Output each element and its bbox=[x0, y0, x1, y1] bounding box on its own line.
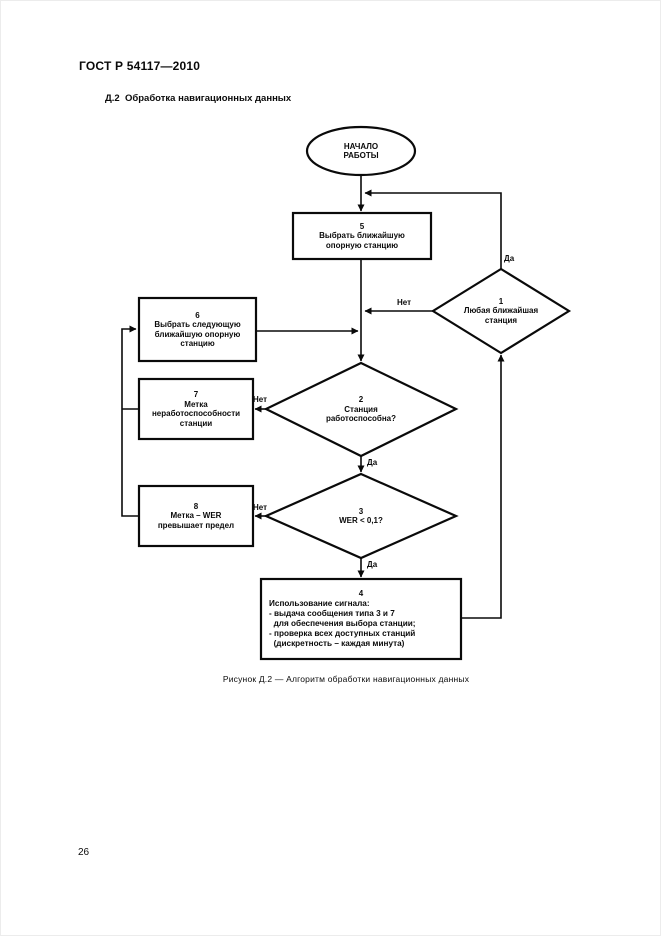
process-box-4 bbox=[259, 577, 463, 661]
process-box-7 bbox=[137, 377, 255, 441]
decision-diamond-2 bbox=[263, 361, 459, 458]
process-box-6 bbox=[137, 296, 258, 363]
page-number: 26 bbox=[78, 847, 90, 858]
edge-d1-yes-loop bbox=[364, 189, 502, 269]
flowchart-shapes bbox=[137, 125, 572, 661]
figure-caption: Рисунок Д.2 — Алгоритм обработки навигац… bbox=[222, 674, 470, 684]
start-ellipse bbox=[305, 125, 417, 177]
decision-diamond-3 bbox=[263, 472, 459, 560]
edge-4-to-d1 bbox=[461, 354, 505, 619]
flowchart-connectors bbox=[121, 175, 505, 619]
edge-8-to-6 bbox=[121, 325, 139, 517]
decision-diamond-1 bbox=[430, 267, 572, 355]
process-box-8 bbox=[137, 484, 255, 548]
section-title: Д.2 Обработка навигационных данных bbox=[105, 93, 292, 104]
document-header: ГОСТ Р 54117—2010 bbox=[79, 59, 201, 73]
process-box-5 bbox=[291, 211, 433, 261]
